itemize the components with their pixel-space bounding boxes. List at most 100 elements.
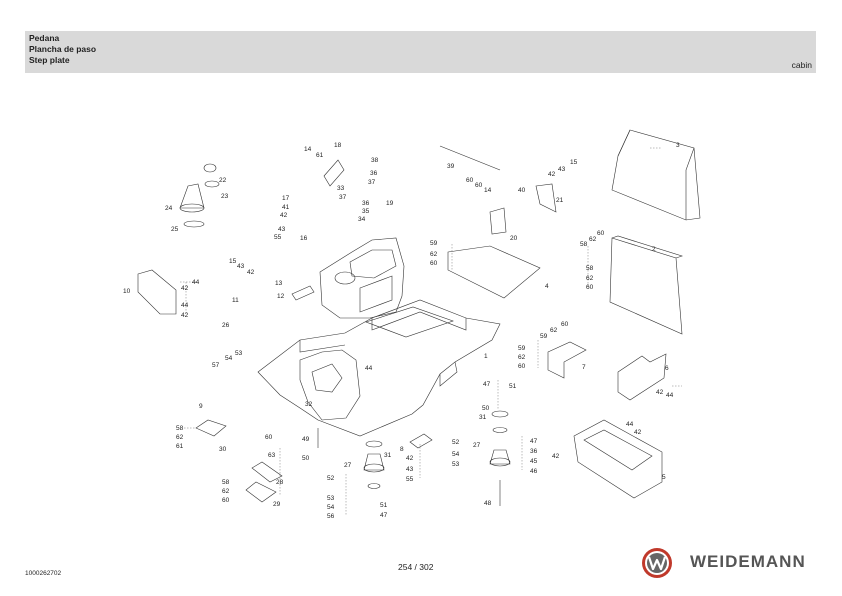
callout-30: 30 [219,446,227,453]
boot-part-24 [179,183,205,209]
callout-58-d: 58 [222,479,230,486]
callout-39: 39 [447,163,455,170]
callout-42-a: 42 [280,212,288,219]
callout-54-a: 54 [225,355,233,362]
callout-61-b: 61 [176,443,184,450]
callout-42-c: 42 [181,285,189,292]
callout-labels: 1 2 3 4 5 6 7 8 9 10 11 12 13 14 14 15 1… [123,142,680,520]
callout-12: 12 [277,293,285,300]
callout-27-b: 27 [473,442,481,449]
callout-42-h: 42 [552,453,560,460]
page-header: Pedana Plancha de paso Step plate cabin [25,31,816,73]
callout-55-b: 55 [406,476,414,483]
callout-55-a: 55 [274,234,282,241]
callout-42-e: 42 [548,171,556,178]
callout-11: 11 [232,297,239,304]
callout-60-g: 60 [518,363,526,370]
bracket-part-6 [617,353,667,401]
callout-7: 7 [582,364,586,371]
callout-2: 2 [652,246,656,253]
callout-60-a: 60 [466,177,474,184]
callout-56: 56 [327,513,335,520]
callout-58-b: 58 [586,265,594,272]
callout-14-b: 14 [484,187,492,194]
callout-46: 46 [530,468,538,475]
tray-part-5 [573,419,663,499]
callout-19: 19 [386,200,394,207]
section-label: cabin [791,60,812,70]
callout-62-f: 62 [176,434,184,441]
bracket-part-21 [535,183,557,213]
callout-60-e: 60 [586,284,594,291]
callout-37-a: 37 [368,179,376,186]
console-housing [319,237,405,319]
callout-44-d: 44 [666,392,674,399]
callout-13: 13 [275,280,283,287]
callout-60-i: 60 [222,497,230,504]
callout-44-b: 44 [181,302,189,309]
callout-50-a: 50 [482,405,490,412]
part-8 [409,433,433,449]
callout-62-a: 62 [430,251,438,258]
callout-48: 48 [484,500,492,507]
callout-32: 32 [305,401,313,408]
callout-36-b: 36 [362,200,370,207]
lever-part-18 [323,159,345,187]
callout-60-c: 60 [597,230,605,237]
callout-59-c: 59 [518,345,526,352]
callout-44-a: 44 [192,279,200,286]
callout-42-d: 42 [181,312,189,319]
callout-44-c: 44 [365,365,373,372]
callout-21: 21 [556,197,564,204]
callout-44-e: 44 [626,421,634,428]
callout-58-a: 58 [580,241,588,248]
cover-part-3 [611,129,701,221]
callout-24: 24 [165,205,173,212]
callout-25: 25 [171,226,179,233]
callout-47-c: 47 [380,512,388,519]
callout-18: 18 [334,142,342,149]
part-9 [195,419,227,437]
cable-part-39 [439,145,501,171]
callout-15-b: 15 [570,159,578,166]
callout-52-a: 52 [327,475,335,482]
callout-57: 57 [212,362,220,369]
callout-14-a: 14 [304,146,312,153]
side-panel-part-10 [137,269,177,315]
bracket-part-29 [245,481,277,503]
callout-36-a: 36 [370,170,378,177]
callout-33: 33 [337,185,345,192]
brand-name: WEIDEMANN [690,552,806,571]
callout-43-d: 43 [406,466,414,473]
callout-54-b: 54 [327,504,335,511]
callout-47-a: 47 [483,381,491,388]
callout-51-b: 51 [380,502,388,509]
title-english: Step plate [29,55,70,65]
callout-23: 23 [221,193,229,200]
callout-10: 10 [123,288,131,295]
page-indicator: 254 / 302 [398,562,434,572]
callout-16: 16 [300,235,308,242]
callout-27-a: 27 [344,462,352,469]
callout-36-c: 36 [530,448,538,455]
callout-8: 8 [400,446,404,453]
callout-17: 17 [282,195,290,202]
callout-62-c: 62 [586,275,594,282]
callout-43-a: 43 [278,226,286,233]
callout-42-g: 42 [634,429,642,436]
callout-34: 34 [358,216,366,223]
callout-1: 1 [484,353,488,360]
callout-59-a: 59 [430,240,438,247]
callout-9: 9 [199,403,203,410]
callout-26: 26 [222,322,230,329]
title-block: Pedana Plancha de paso Step plate [29,33,96,66]
callout-37-b: 37 [339,194,347,201]
callout-31-a: 31 [384,452,392,459]
panel-part-2 [609,237,683,335]
callout-54-c: 54 [452,451,460,458]
callout-53-b: 53 [327,495,335,502]
callout-50-b: 50 [302,455,310,462]
callout-3: 3 [676,142,680,149]
callout-52-b: 52 [452,439,460,446]
callout-42-b: 42 [247,269,255,276]
